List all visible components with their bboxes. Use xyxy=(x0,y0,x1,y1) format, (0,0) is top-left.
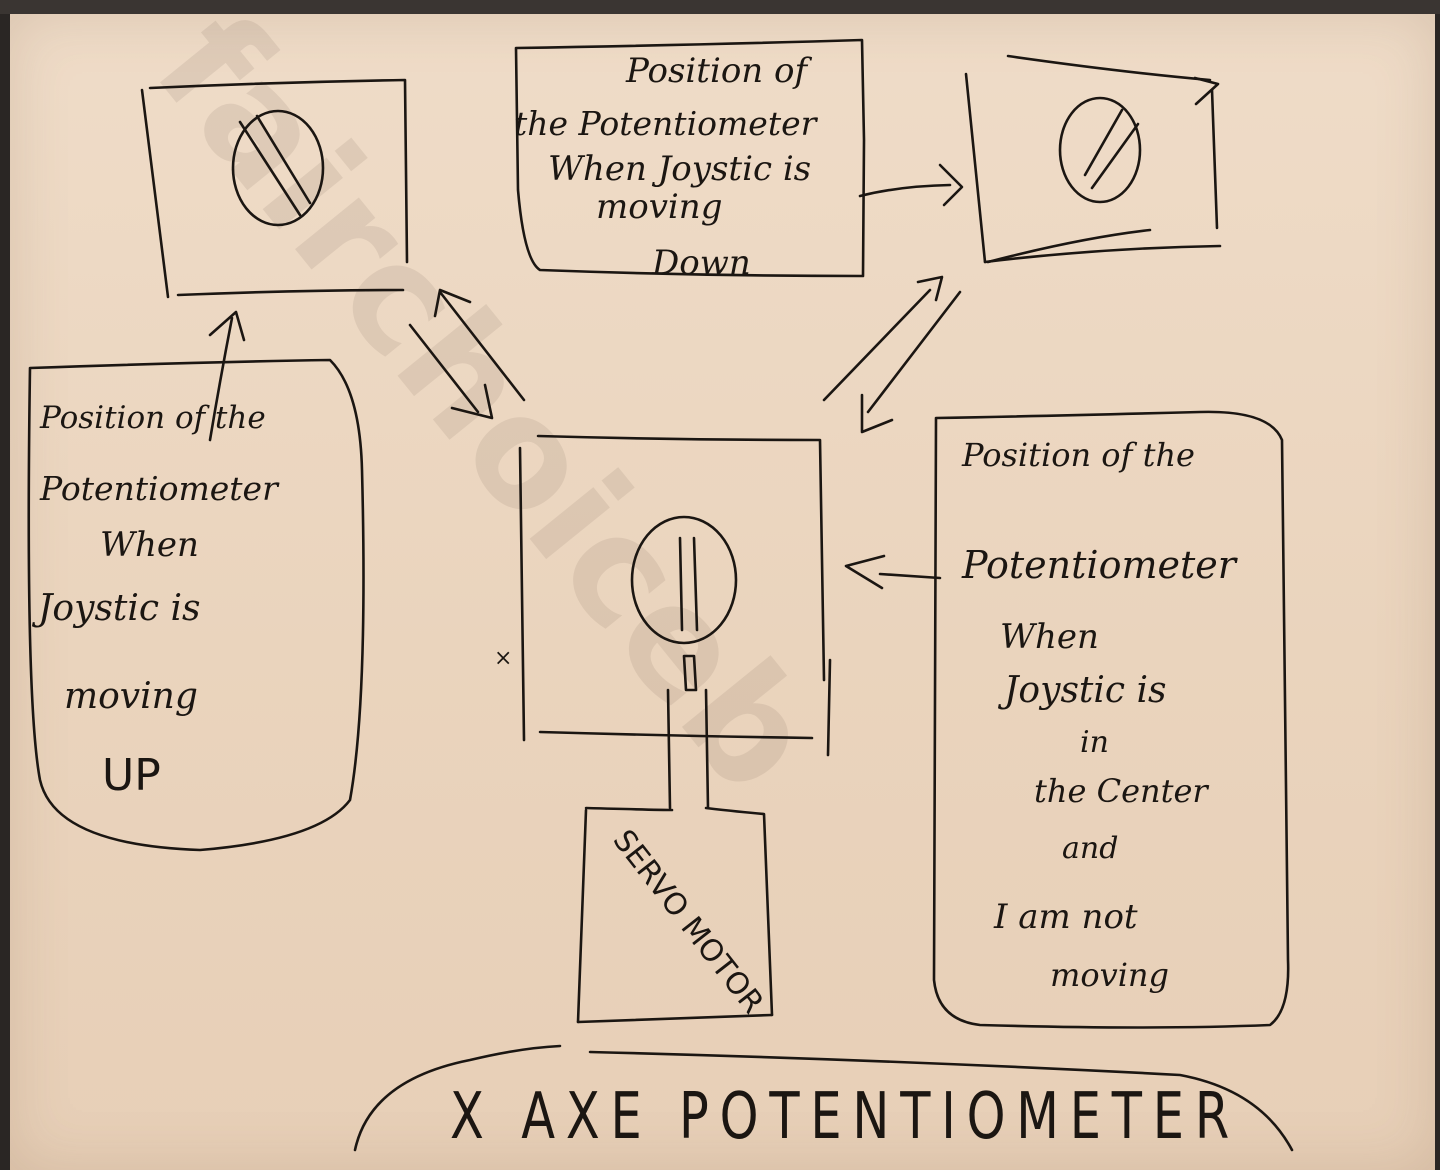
note-down-box xyxy=(514,38,866,278)
footer-label: X AXE POTENTIOMETER xyxy=(450,1080,1240,1154)
note-center-line-4: Joystic is xyxy=(997,670,1167,711)
note-center-line-3: When xyxy=(1000,617,1099,657)
note-center-box xyxy=(932,410,1290,1029)
pot-down-box xyxy=(964,54,1222,264)
paper-sheet xyxy=(10,14,1435,1170)
pot-center-knob xyxy=(630,515,738,645)
servo-motor-box: SERVO MOTOR xyxy=(576,806,774,1024)
note-up-line-1: Position of the xyxy=(39,400,266,436)
arrow-up-note-to-box xyxy=(208,310,246,442)
note-center-text: Position of the Potentiometer When Joyst… xyxy=(961,436,1239,994)
note-up-line-4: Joystic is xyxy=(31,588,201,629)
note-up-text: Position of the Potentiometer When Joyst… xyxy=(31,400,280,801)
window-top-edge xyxy=(0,0,1440,14)
note-up-line-6: UP xyxy=(102,750,161,801)
note-down-line-3: When Joystic is xyxy=(548,149,811,189)
note-center-line-1: Position of the xyxy=(961,436,1195,474)
note-up-line-3: When xyxy=(100,525,199,565)
note-center-line-5: in xyxy=(1080,725,1109,760)
note-down-text: Position of the Potentiometer When Joyst… xyxy=(514,51,819,283)
note-up-line-2: Potentiometer xyxy=(39,469,280,508)
arrow-down-to-right xyxy=(858,163,964,207)
note-center-line-6: the Center xyxy=(1034,772,1209,810)
note-center-line-7: and xyxy=(1062,831,1118,866)
note-up-line-5: moving xyxy=(64,676,198,717)
pot-center-box xyxy=(518,434,832,757)
note-down-line-2: the Potentiometer xyxy=(514,104,819,143)
note-down-line-4: moving xyxy=(596,187,722,227)
arrow-right-diagonal xyxy=(822,275,962,434)
note-down-line-1: Position of xyxy=(625,51,812,91)
note-down-line-5: Down xyxy=(651,243,751,283)
note-center-line-9: moving xyxy=(1050,956,1169,994)
note-center-line-2: Potentiometer xyxy=(961,543,1239,587)
arrow-center-note-to-box xyxy=(844,554,942,590)
servo-motor-label: SERVO MOTOR xyxy=(606,823,771,1020)
footer-hill: X AXE POTENTIOMETER xyxy=(353,1044,1294,1154)
arrow-left-diagonal xyxy=(408,288,526,420)
note-up-box xyxy=(27,358,365,852)
pot-up-box xyxy=(140,78,409,299)
stray-mark: × xyxy=(494,646,512,671)
note-center-line-8: I am not xyxy=(993,897,1138,937)
pot-up-knob xyxy=(231,109,325,227)
pot-down-knob xyxy=(1058,96,1142,204)
servo-shaft xyxy=(666,654,710,810)
